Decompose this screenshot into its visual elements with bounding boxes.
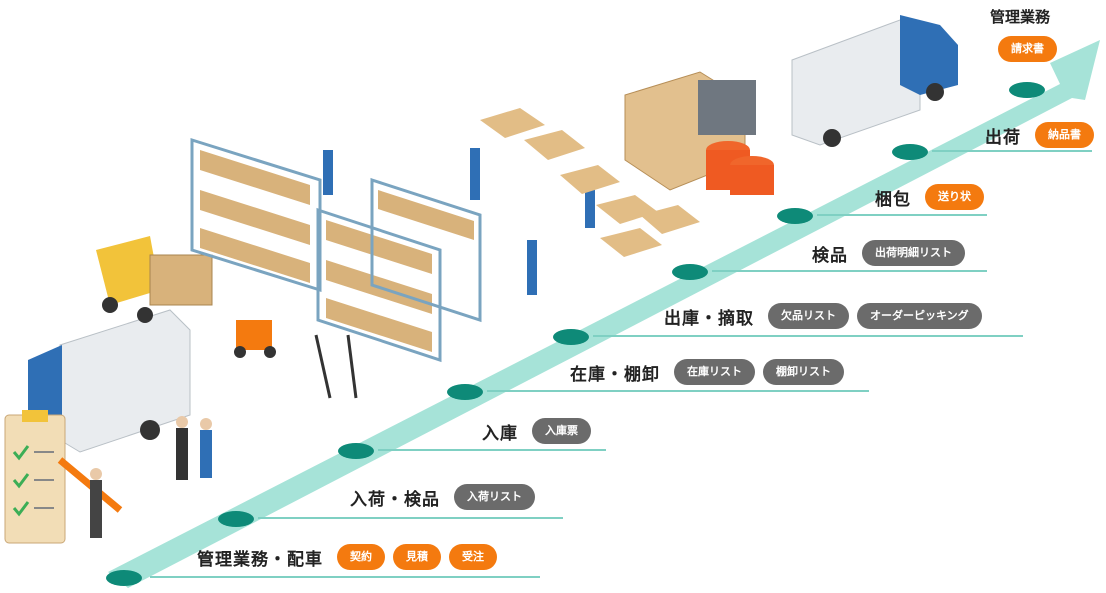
stage-inventory: 在庫・棚卸 在庫リスト 棚卸リスト — [570, 359, 844, 385]
node-2 — [218, 511, 254, 527]
stage-underline-2 — [258, 517, 563, 519]
node-7 — [777, 208, 813, 224]
tag-storage-slip: 入庫票 — [532, 418, 591, 444]
tag-delivery-note: 納品書 — [1035, 122, 1094, 148]
truck-illustration — [28, 309, 191, 455]
stage-underline-5 — [593, 335, 1023, 337]
stage-underline-7 — [817, 214, 987, 216]
stage-underline-4 — [487, 390, 869, 392]
stage-picking: 出庫・摘取 欠品リスト オーダーピッキング — [664, 303, 982, 329]
forklift-illustration — [96, 236, 213, 323]
node-1 — [106, 570, 142, 586]
stage-storage: 入庫 入庫票 — [482, 418, 591, 444]
stage-label: 出庫・摘取 — [664, 308, 754, 329]
stage-label: 入荷・検品 — [350, 489, 440, 510]
node-6 — [672, 264, 708, 280]
path-nodes — [106, 82, 1045, 586]
boxes-illustration — [480, 108, 700, 257]
tag-contract: 契約 — [337, 544, 385, 570]
tag-order-picking: オーダーピッキング — [857, 303, 982, 329]
stage-label: 検品 — [812, 245, 848, 266]
stage-underline-1 — [150, 576, 540, 578]
stage-label: 在庫・棚卸 — [570, 364, 660, 385]
node-8 — [892, 144, 928, 160]
node-5 — [553, 329, 589, 345]
stage-label: 梱包 — [875, 189, 911, 210]
stage-final-label: 管理業務 — [990, 8, 1051, 26]
tag-shipping-detail-list: 出荷明細リスト — [862, 240, 965, 266]
tag-estimate: 見積 — [393, 544, 441, 570]
workers-illustration — [90, 416, 212, 538]
clipboard-illustration — [4, 410, 123, 544]
tag-billing: 請求書 — [998, 36, 1057, 62]
pickers-illustration — [234, 148, 595, 399]
cargo-illustration — [624, 71, 774, 195]
node-3 — [338, 443, 374, 459]
node-9 — [1009, 82, 1045, 98]
shelves-illustration — [190, 137, 482, 363]
stage-inspection: 検品 出荷明細リスト — [812, 240, 965, 266]
tag-order: 受注 — [449, 544, 497, 570]
delivery-truck-illustration — [791, 15, 958, 147]
stage-label: 管理業務・配車 — [197, 549, 323, 570]
stage-dispatch: 管理業務・配車 契約 見積 受注 — [197, 544, 497, 570]
stage-shipping: 出荷 納品書 — [985, 122, 1094, 148]
tag-inventory-list: 在庫リスト — [674, 359, 755, 385]
stage-arrival: 入荷・検品 入荷リスト — [350, 484, 535, 510]
stage-underline-8 — [932, 150, 1092, 152]
stage-underline-3 — [378, 449, 606, 451]
tag-invoice-slip: 送り状 — [925, 184, 984, 210]
tag-stocktake-list: 棚卸リスト — [763, 359, 844, 385]
tag-shortage-list: 欠品リスト — [768, 303, 849, 329]
stage-label: 入庫 — [482, 423, 518, 444]
stage-underline-6 — [712, 270, 987, 272]
tag-arrival-list: 入荷リスト — [454, 484, 535, 510]
node-4 — [447, 384, 483, 400]
stage-label: 出荷 — [985, 127, 1021, 148]
stage-packing: 梱包 送り状 — [875, 184, 984, 210]
